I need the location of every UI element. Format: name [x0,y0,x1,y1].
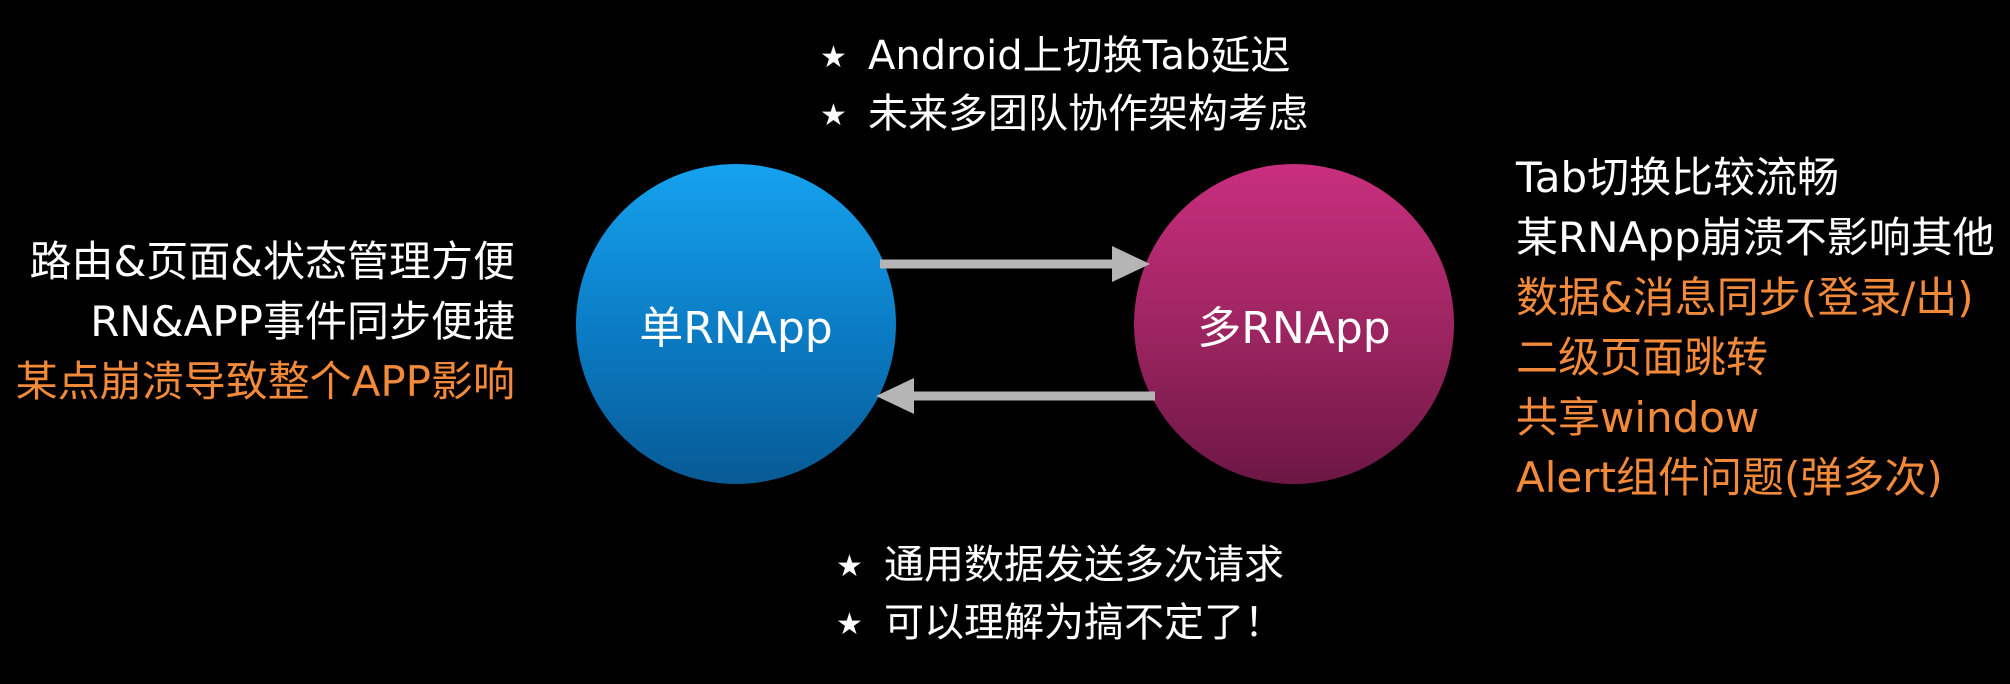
top-note-2: ★未来多团队协作架构考虑 [820,86,1308,144]
star-icon: ★ [820,40,847,75]
right-notes: Tab切换比较流畅 某RNApp崩溃不影响其他 数据&消息同步(登录/出) 二级… [1516,148,1995,508]
right-note-6: Alert组件问题(弹多次) [1516,453,1943,502]
single-rnapp-node: 单RNApp [576,164,896,484]
top-note-1: ★Android上切换Tab延迟 [820,28,1308,86]
right-note-3: 数据&消息同步(登录/出) [1516,273,1974,322]
left-notes: 路由&页面&状态管理方便 RN&APP事件同步便捷 某点崩溃导致整个APP影响 [16,232,515,412]
star-icon: ★ [820,98,847,133]
arrow-to-multi [880,246,1150,282]
right-note-5: 共享window [1516,393,1760,442]
right-note-2: 某RNApp崩溃不影响其他 [1516,213,1995,262]
left-note-1: 路由&页面&状态管理方便 [29,237,515,286]
bottom-note-2: ★可以理解为搞不定了！ [836,595,1284,653]
multi-rnapp-node: 多RNApp [1134,164,1454,484]
star-icon: ★ [836,607,863,642]
left-note-3: 某点崩溃导致整个APP影响 [15,357,515,406]
left-note-2: RN&APP事件同步便捷 [90,297,515,346]
right-note-4: 二级页面跳转 [1516,333,1769,382]
multi-rnapp-label: 多RNApp [1197,303,1391,354]
bottom-note-1: ★通用数据发送多次请求 [836,537,1284,595]
star-icon: ★ [836,549,863,584]
right-note-1: Tab切换比较流畅 [1516,153,1840,202]
top-notes: ★Android上切换Tab延迟 ★未来多团队协作架构考虑 [820,28,1308,144]
arrow-to-single [876,378,1155,414]
single-rnapp-label: 单RNApp [639,303,833,354]
bottom-notes: ★通用数据发送多次请求 ★可以理解为搞不定了！ [836,537,1284,653]
